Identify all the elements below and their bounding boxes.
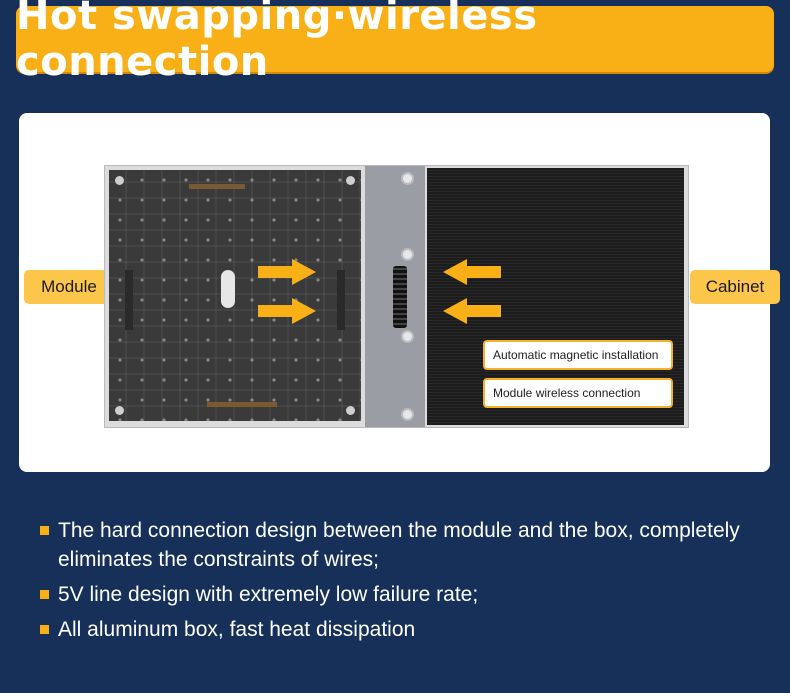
screw-icon [401, 330, 414, 343]
module-label: Module [24, 270, 114, 304]
pcb-mount-hole [115, 176, 124, 185]
feature-item: The hard connection design between the m… [40, 516, 760, 574]
pcb-connector-strip [207, 402, 277, 407]
feature-item: All aluminum box, fast heat dissipation [40, 615, 760, 644]
feature-text: 5V line design with extremely low failur… [58, 583, 479, 606]
arrow-left-icon [443, 298, 501, 324]
pcb-mount-hole [115, 406, 124, 415]
pcb-side-connector [337, 270, 345, 330]
pcb-magnet [221, 270, 235, 308]
page-title: Hot swapping·wireless connection [16, 0, 538, 85]
pcb-mount-hole [346, 406, 355, 415]
title-banner: Hot swapping·wireless connection [16, 0, 774, 85]
arrow-left-icon [443, 259, 501, 285]
module-pcb [109, 170, 361, 421]
screw-icon [401, 408, 414, 421]
screw-icon [401, 172, 414, 185]
bullet-square-icon [40, 526, 49, 535]
callout-wireless-connection: Module wireless connection [483, 378, 673, 408]
bullet-square-icon [40, 590, 49, 599]
callout-magnetic-installation: Automatic magnetic installation [483, 340, 673, 370]
cabinet-label: Cabinet [690, 270, 780, 304]
bullet-square-icon [40, 625, 49, 634]
feature-text: The hard connection design between the m… [58, 519, 740, 571]
pcb-side-connector [125, 270, 133, 330]
cabinet-connector [393, 266, 407, 328]
arrow-right-icon [258, 259, 316, 285]
pcb-connector-strip [189, 184, 245, 189]
feature-item: 5V line design with extremely low failur… [40, 580, 760, 609]
pcb-mount-hole [346, 176, 355, 185]
feature-text: All aluminum box, fast heat dissipation [58, 618, 416, 641]
arrow-right-icon [258, 298, 316, 324]
screw-icon [401, 248, 414, 261]
feature-list: The hard connection design between the m… [40, 516, 760, 650]
